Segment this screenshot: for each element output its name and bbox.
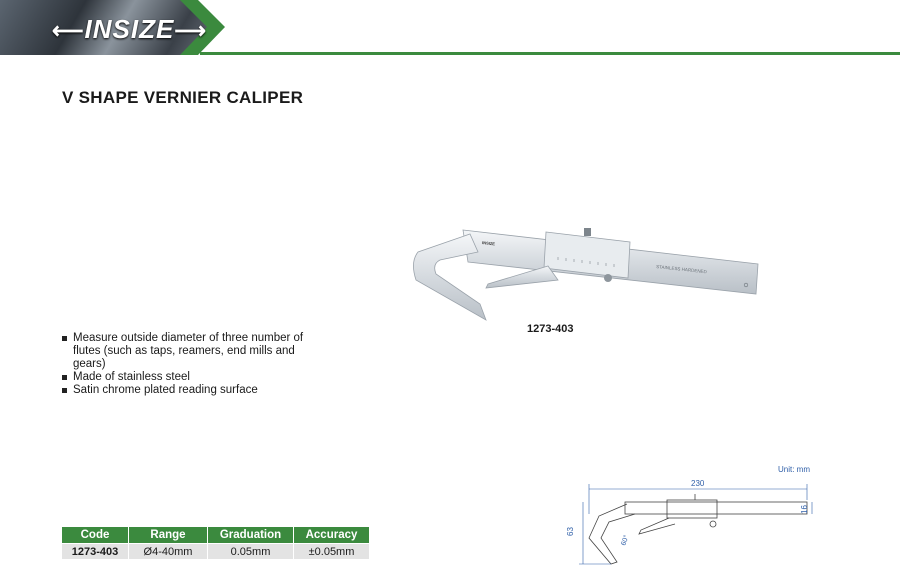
scale-label: STAINLESS HARDENED [656,264,708,274]
header-banner: ⟵INSIZE⟶ [0,0,900,55]
dim-length: 230 [691,479,705,488]
brand-logo: ⟵INSIZE⟶ [52,14,207,44]
page-title: V SHAPE VERNIER CALIPER [62,88,304,107]
feature-item: Made of stainless steel [60,371,320,384]
dim-angle: 60° [619,534,630,547]
col-header-code: Code [62,527,129,544]
spec-table: Code Range Graduation Accuracy 1273-403 … [62,527,369,559]
dim-height: 63 [566,527,575,536]
spec-header-row: Code Range Graduation Accuracy [62,527,369,544]
feature-item: Satin chrome plated reading surface [60,384,320,397]
cell-accuracy: ±0.05mm [293,543,369,559]
col-header-accuracy: Accuracy [293,527,369,544]
table-row: 1273-403 Ø4-40mm 0.05mm ±0.05mm [62,543,369,559]
cell-code: 1273-403 [62,543,129,559]
header-photo [0,0,215,55]
cell-graduation: 0.05mm [207,543,294,559]
unit-label: Unit: mm [778,465,810,474]
cell-range: Ø4-40mm [128,543,208,559]
header-rule [200,52,900,55]
svg-text:INSIZE: INSIZE [482,240,496,246]
dimension-drawing: 230 63 16 60° [566,479,813,565]
feature-item: Measure outside diameter of three number… [60,332,320,371]
feature-list: Measure outside diameter of three number… [60,332,320,397]
col-header-graduation: Graduation [207,527,294,544]
product-image: STAINLESS HARDENED INSIZE [413,228,759,321]
dim-beam: 16 [800,505,809,514]
product-model: 1273-403 [527,323,574,335]
col-header-range: Range [128,527,208,544]
